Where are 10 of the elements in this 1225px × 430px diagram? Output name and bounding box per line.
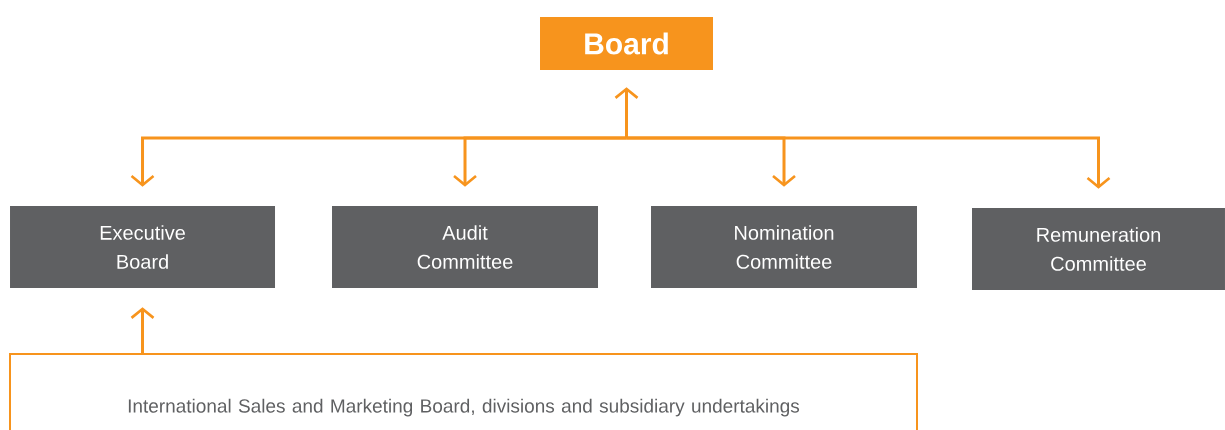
committee-box: Audit Committee: [332, 206, 598, 288]
committee-box: Executive Board: [10, 206, 275, 288]
committee-box: Remuneration Committee: [972, 208, 1225, 290]
group-box: International Sales and Marketing Board, divisions and subsidiary undertakings: [9, 353, 918, 430]
arrow: [453, 136, 627, 187]
arrow: [626, 136, 1111, 189]
board-box: Board: [540, 17, 713, 70]
arrow: [130, 307, 155, 353]
arrow: [614, 87, 639, 138]
committee-box: Nomination Committee: [651, 206, 917, 288]
